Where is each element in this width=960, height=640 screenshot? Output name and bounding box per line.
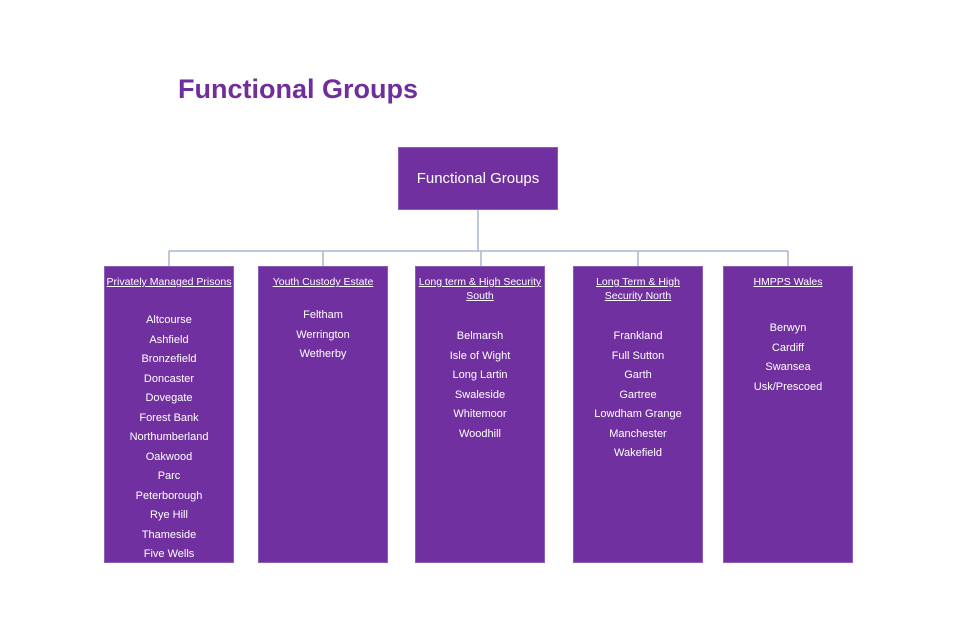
group-box-long-term-high-security-south: Long term & High Security South Belmarsh… — [415, 266, 545, 563]
list-item: Forest Bank — [139, 411, 199, 424]
group-header: Privately Managed Prisons — [106, 276, 232, 288]
list-item: Doncaster — [143, 372, 195, 385]
list-item: Northumberland — [129, 431, 209, 443]
list-item: Altcourse — [146, 314, 192, 326]
list-item: Lowdham Grange — [594, 408, 682, 420]
list-item: Five Wells — [143, 548, 195, 560]
list-item: Cardiff — [771, 341, 805, 354]
list-item: Dovegate — [145, 392, 193, 404]
group-box-long-term-high-security-north: Long Term & High Security North Franklan… — [573, 266, 703, 563]
group-header: Youth Custody Estate — [272, 276, 374, 288]
page-title: Functional Groups — [178, 74, 418, 104]
root-node-label: Functional Groups — [416, 170, 540, 187]
list-item: Wetherby — [299, 348, 347, 360]
list-item: Parc — [157, 470, 181, 482]
list-item: Gartree — [619, 388, 657, 401]
list-item: Isle of Wight — [449, 349, 511, 362]
list-item: Whitemoor — [453, 408, 507, 420]
list-item: Peterborough — [135, 489, 203, 502]
group-header: Long Term & High Security North — [596, 276, 680, 302]
group-header: HMPPS Wales — [753, 276, 823, 288]
list-item: Long Lartin — [452, 369, 508, 381]
list-item: Swaleside — [454, 388, 506, 401]
list-item: Swansea — [765, 361, 811, 373]
list-item: Berwyn — [769, 322, 807, 334]
list-item: Woodhill — [459, 427, 501, 440]
list-item: Rye Hill — [150, 509, 188, 521]
list-item: Werrington — [296, 328, 350, 341]
list-item: Frankland — [613, 330, 663, 342]
list-item: Usk/Prescoed — [753, 380, 823, 393]
root-node-functional-groups: Functional Groups — [398, 147, 558, 210]
group-header: Long term & High Security South — [418, 276, 542, 302]
list-item: Belmarsh — [456, 330, 504, 342]
list-item: Oakwood — [145, 450, 193, 463]
list-item: Garth — [624, 369, 652, 381]
list-item: Manchester — [609, 427, 667, 440]
list-item: Thameside — [141, 528, 197, 541]
list-item: Ashfield — [149, 333, 189, 346]
list-item: Full Sutton — [611, 349, 665, 362]
list-item: Wakefield — [614, 447, 662, 459]
list-item: Feltham — [303, 309, 343, 321]
list-item: Bronzefield — [141, 353, 197, 365]
